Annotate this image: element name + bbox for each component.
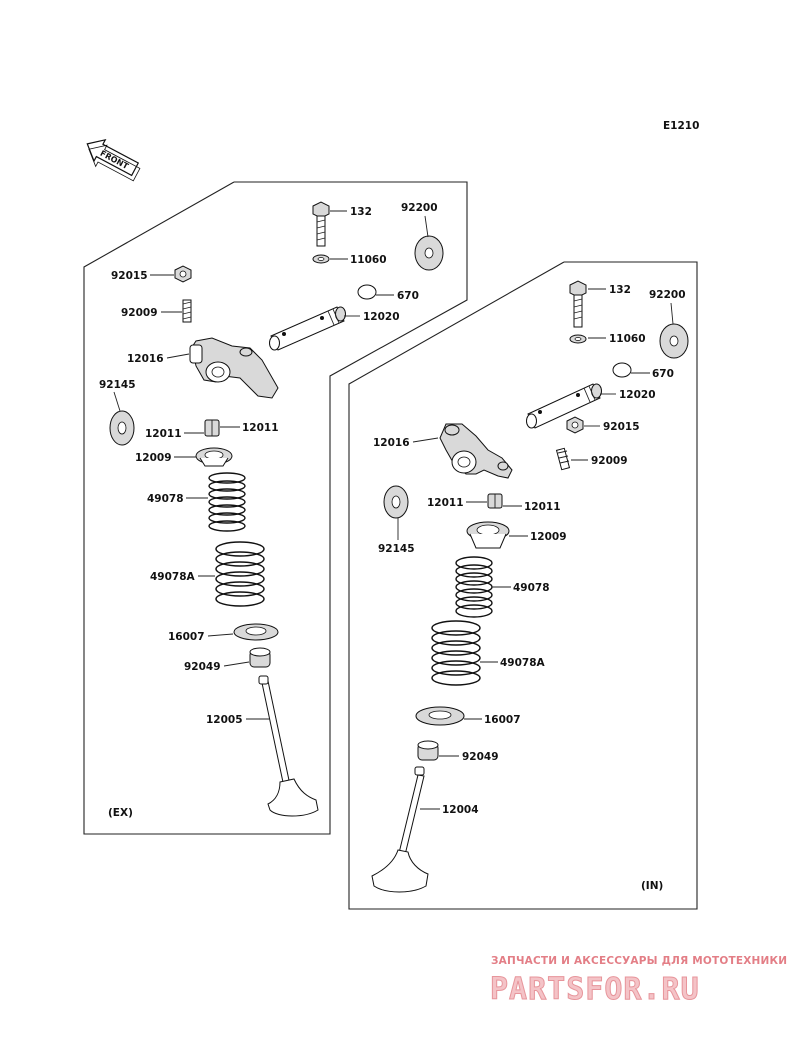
in-label-132: 132	[609, 284, 631, 296]
ex-bolt-132	[312, 201, 330, 247]
in-label-92049: 92049	[462, 751, 499, 763]
ex-label-49078A: 49078A	[150, 571, 196, 583]
ex-parts	[109, 201, 444, 817]
in-inner-spring-49078	[455, 556, 493, 618]
in-label-12004: 12004	[442, 804, 479, 816]
in-oring-670	[612, 362, 632, 378]
ex-label-12016: 12016	[127, 353, 164, 365]
in-keepers-12011	[487, 493, 503, 509]
in-section-label: (IN)	[641, 880, 663, 892]
ex-outer-spring-49078A	[215, 541, 265, 607]
ex-label-12020: 12020	[363, 311, 400, 323]
ex-shaft-12020	[269, 306, 346, 351]
ex-retainer-12009	[195, 447, 233, 467]
in-labels: 132 92200 11060 670 12020 92015 12016 92…	[373, 284, 686, 892]
ex-label-49078: 49078	[147, 493, 184, 505]
in-shaft-12020	[526, 383, 602, 429]
ex-adjuster-92009	[182, 299, 192, 323]
ex-label-92049: 92049	[184, 661, 221, 673]
watermark-site: PARTSFOR.RU	[490, 972, 700, 1007]
in-spring-seat-16007	[415, 706, 465, 726]
ex-section-label: (EX)	[108, 807, 133, 819]
ex-label-92200: 92200	[401, 202, 438, 214]
watermark: ЗАПЧАСТИ И АКСЕССУАРЫ ДЛЯ МОТОТЕХНИКИ PA…	[490, 955, 788, 1008]
ex-inner-spring-49078	[208, 472, 246, 532]
ex-spring-seat-16007	[233, 623, 279, 641]
ex-keepers-12011	[204, 419, 220, 437]
diagram-code: E1210	[663, 120, 699, 132]
ex-label-132: 132	[350, 206, 372, 218]
in-label-49078: 49078	[513, 582, 550, 594]
in-rocker-arm-12016	[439, 423, 513, 479]
ex-label-12005: 12005	[206, 714, 243, 726]
in-label-92015: 92015	[603, 421, 640, 433]
in-valve-12004	[371, 766, 429, 893]
ex-seal-92049	[249, 647, 271, 668]
in-bolt-132	[569, 280, 587, 328]
in-label-12016: 12016	[373, 437, 410, 449]
ex-nut-92015	[174, 265, 192, 283]
in-label-16007: 16007	[484, 714, 521, 726]
in-retainer-12009	[466, 521, 510, 549]
ex-oring-670	[357, 284, 377, 300]
ex-frame	[83, 181, 468, 835]
ex-label-12009: 12009	[135, 452, 172, 464]
in-label-92200: 92200	[649, 289, 686, 301]
in-outer-spring-49078A	[431, 620, 481, 686]
in-label-92145: 92145	[378, 543, 415, 555]
ex-label-92145: 92145	[99, 379, 136, 391]
in-label-92009: 92009	[591, 455, 628, 467]
ex-label-16007: 16007	[168, 631, 205, 643]
watermark-tagline: ЗАПЧАСТИ И АКСЕССУАРЫ ДЛЯ МОТОТЕХНИКИ	[491, 955, 787, 967]
in-adjuster-92009	[555, 447, 571, 471]
ex-label-92009: 92009	[121, 307, 158, 319]
front-arrow-icon: FRONT	[86, 138, 141, 182]
in-label-11060: 11060	[609, 333, 646, 345]
ex-label-12011-b: 12011	[242, 422, 279, 434]
in-frame	[348, 261, 698, 910]
in-label-12011-a: 12011	[427, 497, 464, 509]
in-label-670: 670	[652, 368, 674, 380]
in-label-12020: 12020	[619, 389, 656, 401]
in-nut-92015	[566, 416, 584, 434]
ex-rocker-arm-12016	[189, 337, 279, 399]
ex-valve-12005	[258, 675, 319, 817]
in-label-49078A: 49078A	[500, 657, 546, 669]
ex-labels: 132 92200 92015 11060 670 92009 12020 12…	[99, 202, 438, 819]
in-seal-92049	[417, 740, 439, 761]
ex-label-12011-a: 12011	[145, 428, 182, 440]
ex-label-92015: 92015	[111, 270, 148, 282]
in-parts	[371, 280, 689, 893]
in-label-12011-b: 12011	[524, 501, 561, 513]
ex-label-11060: 11060	[350, 254, 387, 266]
ex-label-670: 670	[397, 290, 419, 302]
in-label-12009: 12009	[530, 531, 567, 543]
